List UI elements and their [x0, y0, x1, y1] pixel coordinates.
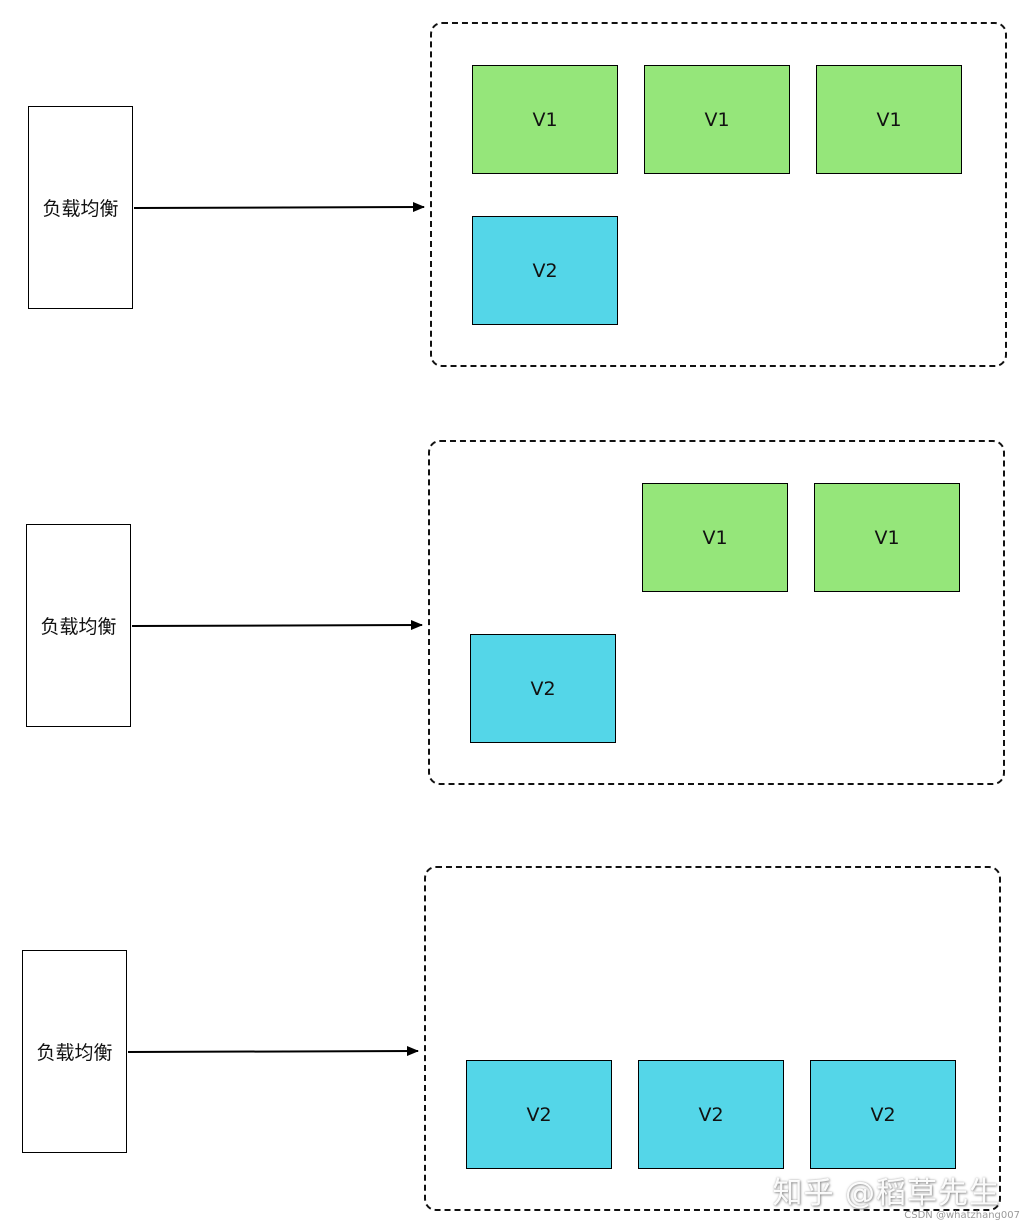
- pod-v2: V2: [472, 216, 618, 325]
- pod-v1: V1: [644, 65, 790, 174]
- arrow-row-3: [127, 1046, 419, 1057]
- load-balancer-label: 负载均衡: [40, 616, 117, 638]
- pod-label: V2: [530, 677, 556, 700]
- pod-label: V2: [526, 1103, 552, 1126]
- pod-label: V1: [876, 108, 902, 131]
- pod-v1: V1: [816, 65, 962, 174]
- pod-v1: V1: [814, 483, 960, 592]
- pod-label: V1: [874, 526, 900, 549]
- watermark: 知乎 @稻草先生: [772, 1176, 1000, 1211]
- pod-v2: V2: [638, 1060, 784, 1169]
- pod-v1: V1: [642, 483, 788, 592]
- pod-v2: V2: [810, 1060, 956, 1169]
- credit-text: CSDN @whatzhang007: [904, 1210, 1020, 1221]
- service-group: [424, 866, 1001, 1211]
- pod-label: V2: [870, 1103, 896, 1126]
- load-balancer-box: 负载均衡: [28, 106, 133, 309]
- load-balancer-label: 负载均衡: [36, 1042, 113, 1064]
- arrow-row-1: [133, 202, 425, 213]
- pod-v2: V2: [470, 634, 616, 743]
- service-group: [428, 440, 1005, 785]
- load-balancer-box: 负载均衡: [26, 524, 131, 727]
- pod-label: V2: [698, 1103, 724, 1126]
- pod-label: V1: [702, 526, 728, 549]
- load-balancer-box: 负载均衡: [22, 950, 127, 1153]
- load-balancer-label: 负载均衡: [42, 198, 119, 220]
- arrow-row-2: [131, 620, 423, 631]
- pod-label: V2: [532, 259, 558, 282]
- pod-v2: V2: [466, 1060, 612, 1169]
- service-group: [430, 22, 1007, 367]
- pod-label: V1: [532, 108, 558, 131]
- pod-v1: V1: [472, 65, 618, 174]
- pod-label: V1: [704, 108, 730, 131]
